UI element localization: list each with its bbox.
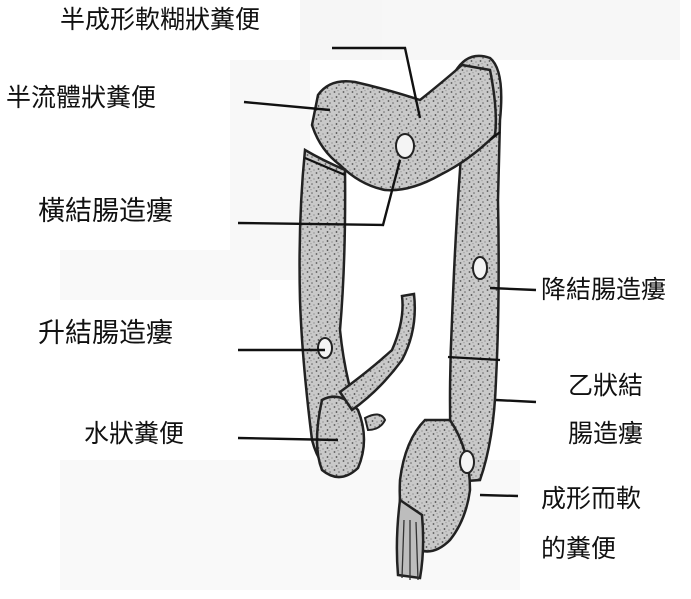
- appendix: [365, 414, 385, 430]
- label-formed-soft-stool-line2: 的糞便: [541, 535, 616, 564]
- terminal-ileum: [340, 294, 415, 410]
- ascending-stoma-marker: [318, 338, 332, 358]
- label-semi-liquid-stool: 半流體狀糞便: [6, 84, 156, 113]
- leader-sigmoid: [496, 400, 536, 402]
- label-semi-formed-paste-stool: 半成形軟糊狀糞便: [60, 6, 260, 35]
- sigmoid-stoma-marker: [460, 451, 474, 473]
- descending-stoma-marker: [473, 257, 487, 279]
- label-ascending-colostomy: 升結腸造瘻: [38, 318, 173, 349]
- label-transverse-colostomy: 橫結腸造瘻: [38, 196, 173, 227]
- label-sigmoid-colostomy-line2: 腸造瘻: [568, 420, 643, 449]
- label-formed-soft-stool-line1: 成形而軟: [541, 485, 641, 514]
- transverse-stoma-marker: [396, 134, 414, 158]
- label-watery-stool: 水狀糞便: [84, 420, 184, 449]
- label-descending-colostomy: 降結腸造瘻: [541, 276, 666, 305]
- label-sigmoid-colostomy-line1: 乙狀結: [568, 372, 643, 401]
- cecum: [317, 397, 364, 477]
- leader-formed-soft: [480, 495, 518, 496]
